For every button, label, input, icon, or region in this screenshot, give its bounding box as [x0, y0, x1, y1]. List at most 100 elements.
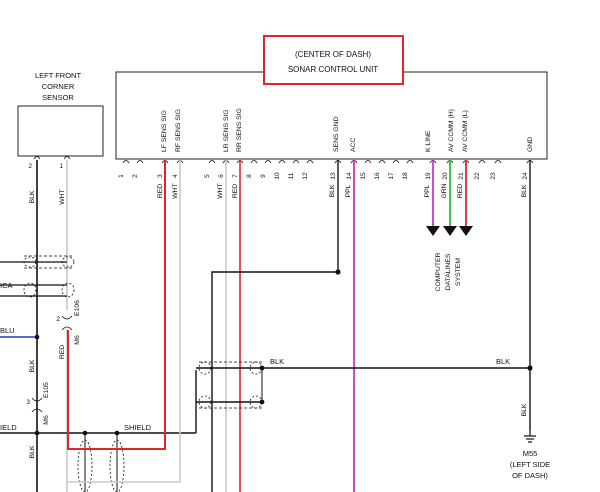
wire-label-p18: PPL — [424, 184, 431, 197]
ecu-pin-number-16: 16 — [374, 172, 381, 180]
wire-rf-wht — [67, 160, 181, 483]
ecu-pin-number-2: 2 — [132, 174, 139, 178]
ecu-pin-number-22: 22 — [474, 172, 481, 180]
ecu-pin-number-7: 7 — [232, 174, 239, 178]
ecu-pin-number-20: 20 — [442, 172, 449, 180]
ecu-pin-number-12: 12 — [302, 172, 309, 180]
ecu-pin-number-17: 17 — [388, 172, 395, 180]
signal-label-sens-gnd: SENS GND — [333, 116, 340, 152]
sensor-title-line1: LEFT FRONT — [35, 71, 82, 80]
ecu-pin-stub — [364, 160, 372, 164]
title-highlight-box — [263, 35, 404, 85]
conn-m6-b: M6 — [43, 415, 50, 425]
ecu-pin-number-23: 23 — [490, 172, 497, 180]
wire-label-p20: RED — [457, 184, 464, 198]
sensor-title-line3: SENSOR — [42, 93, 74, 102]
signal-label-gnd: GND — [527, 137, 534, 152]
wire-label-p13: PPL — [345, 184, 352, 197]
ecu-pin-number-3: 3 — [157, 174, 164, 178]
ecu-pin-number-10: 10 — [274, 172, 281, 180]
conn-pin-2: 2 — [56, 316, 60, 323]
wire-label-p12: BLK — [329, 184, 336, 197]
label-blu: BLU — [0, 326, 15, 335]
label-blk-ground: BLK — [521, 403, 528, 416]
label-shield-left: IELD — [0, 423, 17, 432]
ecu-pin-stub — [306, 160, 314, 164]
wire-label-p19: GRN — [441, 183, 448, 198]
ecu-pin-stub — [378, 160, 386, 164]
signal-label-k-line: K LINE — [425, 130, 432, 152]
sonar-control-unit-box — [115, 71, 548, 160]
sensor-title-line2: CORNER — [42, 82, 75, 91]
wire-label-p24: BLK — [521, 184, 528, 197]
signal-label-rf-sens: RF SENS SIG — [175, 109, 182, 152]
left-front-corner-sensor-box — [17, 105, 104, 157]
signal-label-av-ccmm-h: AV CCMM (H) — [448, 109, 455, 152]
ecu-title-line1: (CENTER OF DASH) — [295, 50, 371, 59]
ecu-pin-stub — [494, 160, 502, 164]
ecu-pin-stub — [392, 160, 400, 164]
wire-label-p6: RED — [232, 184, 239, 198]
ecu-pin-stub — [278, 160, 286, 164]
ecu-pin-stub — [208, 160, 216, 164]
ecu-pin-stub — [250, 160, 258, 164]
signal-label-acc: ACC — [350, 138, 357, 152]
ecu-pin-number-13: 13 — [330, 172, 337, 180]
signal-label-rr-sens: RR SENS SIG — [236, 108, 243, 152]
label-blk-b: BLK — [29, 445, 36, 458]
ecu-pin-stub — [264, 160, 272, 164]
label-shield: SHIELD — [124, 423, 152, 432]
wire-label-sensor-blk: BLK — [29, 190, 36, 203]
arrow-ccmm-h — [443, 226, 457, 236]
conn-e105: E105 — [43, 382, 50, 398]
ecu-pin-number-14: 14 — [346, 172, 353, 180]
ecu-pin-number-21: 21 — [458, 172, 465, 180]
wire-label-p3: RED — [157, 184, 164, 198]
ecu-pin-number-1: 1 — [118, 174, 125, 178]
label-ica: ICA — [0, 281, 13, 290]
ecu-pin-stub — [292, 160, 300, 164]
wire-red-highlight — [67, 160, 166, 450]
conn-pin-3: 3 — [26, 399, 30, 406]
wire-label-p5: WHT — [217, 183, 224, 198]
signal-label-av-ccmm-l: AV CCMM (L) — [462, 110, 469, 152]
label-blk-mid: BLK — [270, 357, 284, 366]
ecu-pin-number-8: 8 — [246, 174, 253, 178]
sensor-pin-1: 1 — [59, 163, 63, 170]
dataline-label-2: DATALINES — [445, 253, 452, 290]
ecu-pin-number-5: 5 — [204, 174, 211, 178]
conn-e106: E106 — [74, 300, 81, 316]
ecu-pin-number-15: 15 — [360, 172, 367, 180]
signal-label-lr-sens: LR SENS SIG — [223, 109, 230, 152]
ground-icon — [524, 430, 536, 443]
ecu-pin-number-18: 18 — [402, 172, 409, 180]
ecu-pin-number-4: 4 — [172, 174, 179, 178]
conn-m6: M6 — [74, 335, 81, 345]
ecu-title-line2: SONAR CONTROL UNIT — [288, 65, 378, 74]
ecu-pin-stub — [406, 160, 414, 164]
wire-label-sensor-wht: WHT — [59, 189, 66, 204]
ecu-pin-stub — [122, 160, 130, 164]
ecu-pin-number-24: 24 — [522, 172, 529, 180]
label-red-left: RED — [59, 345, 66, 359]
dataline-label-1: COMPUTER — [435, 252, 442, 291]
arrow-ccmm-l — [459, 226, 473, 236]
ground-line2: OF DASH) — [512, 471, 548, 480]
sensor-pin-2: 2 — [28, 163, 32, 170]
ecu-pin-stub — [478, 160, 486, 164]
ecu-pin-number-6: 6 — [218, 174, 225, 178]
ecu-pin-number-11: 11 — [288, 172, 295, 179]
ecu-pin-number-9: 9 — [260, 174, 267, 178]
dataline-label-3: SYSTEM — [455, 258, 462, 286]
ecu-pin-number-19: 19 — [425, 172, 432, 180]
ecu-pin-stub — [136, 160, 144, 164]
signal-label-lf-sens: LF SENS SIG — [161, 110, 168, 152]
wire-label-p4: WHT — [172, 183, 179, 198]
ground-code: M55 — [523, 449, 538, 458]
wire-sens-gnd — [211, 160, 339, 492]
label-blk-a: BLK — [29, 359, 36, 372]
ground-line1: (LEFT SIDE — [510, 460, 550, 469]
arrow-kline — [426, 226, 440, 236]
